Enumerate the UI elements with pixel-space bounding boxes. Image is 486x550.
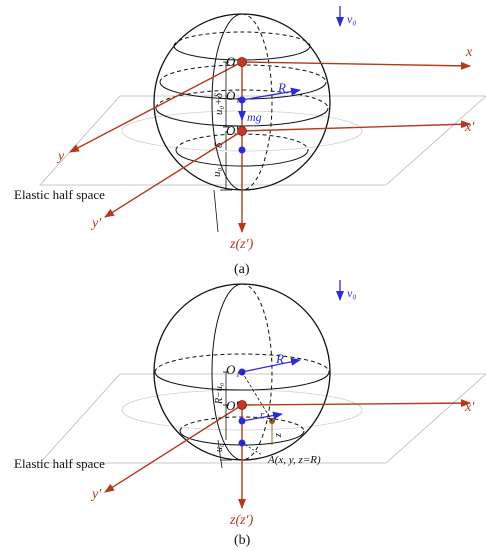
caption-b: (b) [234, 533, 251, 548]
y-prime-axis-b [104, 404, 243, 493]
origin-point-O-prime-b [237, 400, 247, 410]
x-prime-axis-b [241, 399, 471, 408]
lower-point-a [238, 146, 246, 154]
panel-b: v₀ x′ y′ z(z′) O₁ O′ R r z R−u₀ u₀ A(x, … [14, 280, 486, 548]
x-prime-axis-label-b: x′ [464, 400, 475, 415]
dim-u0-a: u₀ [211, 168, 223, 178]
x-prime-axis-label-a: x′ [464, 120, 475, 135]
dimensions-b [217, 371, 232, 469]
x-axis-a [241, 61, 471, 70]
y-prime-axis-label-b: y′ [90, 487, 102, 502]
velocity-label-b: v₀ [347, 286, 357, 300]
weight-label-a: mg [247, 110, 262, 124]
half-space-label-b: Elastic half space [14, 456, 105, 471]
r-label-b: r [260, 409, 265, 421]
center-label-O1-b: O₁ [226, 362, 240, 377]
origin-label-O: O [226, 54, 236, 69]
origin-label-O-prime-b: O′ [226, 398, 238, 413]
axes-a [69, 61, 471, 233]
dim-u0-plus-delta-a: u₀+δ [213, 92, 225, 115]
origin-point-O-prime [237, 126, 247, 136]
radius-vector-b [241, 357, 301, 373]
x-axis-label-a: x [465, 45, 473, 60]
origin-point-O [237, 57, 247, 67]
dim-delta-a: δ [213, 142, 225, 148]
dim-u0-b: u₀ [214, 443, 225, 452]
velocity-label-a: v₀ [347, 12, 357, 26]
y-axis-a [69, 61, 243, 153]
x-prime-axis-a [241, 120, 471, 132]
point-A-label: A(x, y, z=R) [267, 454, 321, 466]
points-a [237, 57, 247, 154]
z-axis-label-b: z(z′) [229, 513, 254, 528]
z-axis-label-a: z(z′) [229, 237, 254, 252]
panel-a: v₀ x y x′ y′ z(z′) O O₁ O′ R mg u₀+δ δ u… [14, 6, 486, 277]
y-axis-label-a: y [56, 149, 65, 164]
z-label-b: z [273, 433, 284, 438]
half-space-plane-a [39, 95, 486, 186]
dim-R-minus-u0-b: R−u₀ [214, 382, 225, 405]
caption-a: (a) [234, 262, 250, 277]
y-prime-axis-label-a: y′ [90, 216, 102, 231]
half-space-label-a: Elastic half space [14, 187, 105, 202]
r-vector-b [241, 411, 283, 422]
radius-vector-a [241, 87, 301, 101]
origin-label-O-prime: O′ [226, 123, 238, 138]
radius-label-b: R [275, 351, 284, 366]
radius-label-a: R [277, 80, 286, 95]
dimensions-a [213, 61, 232, 233]
points-b [237, 368, 275, 447]
y-prime-axis-a [104, 130, 243, 218]
center-label-O1: O₁ [226, 88, 240, 103]
